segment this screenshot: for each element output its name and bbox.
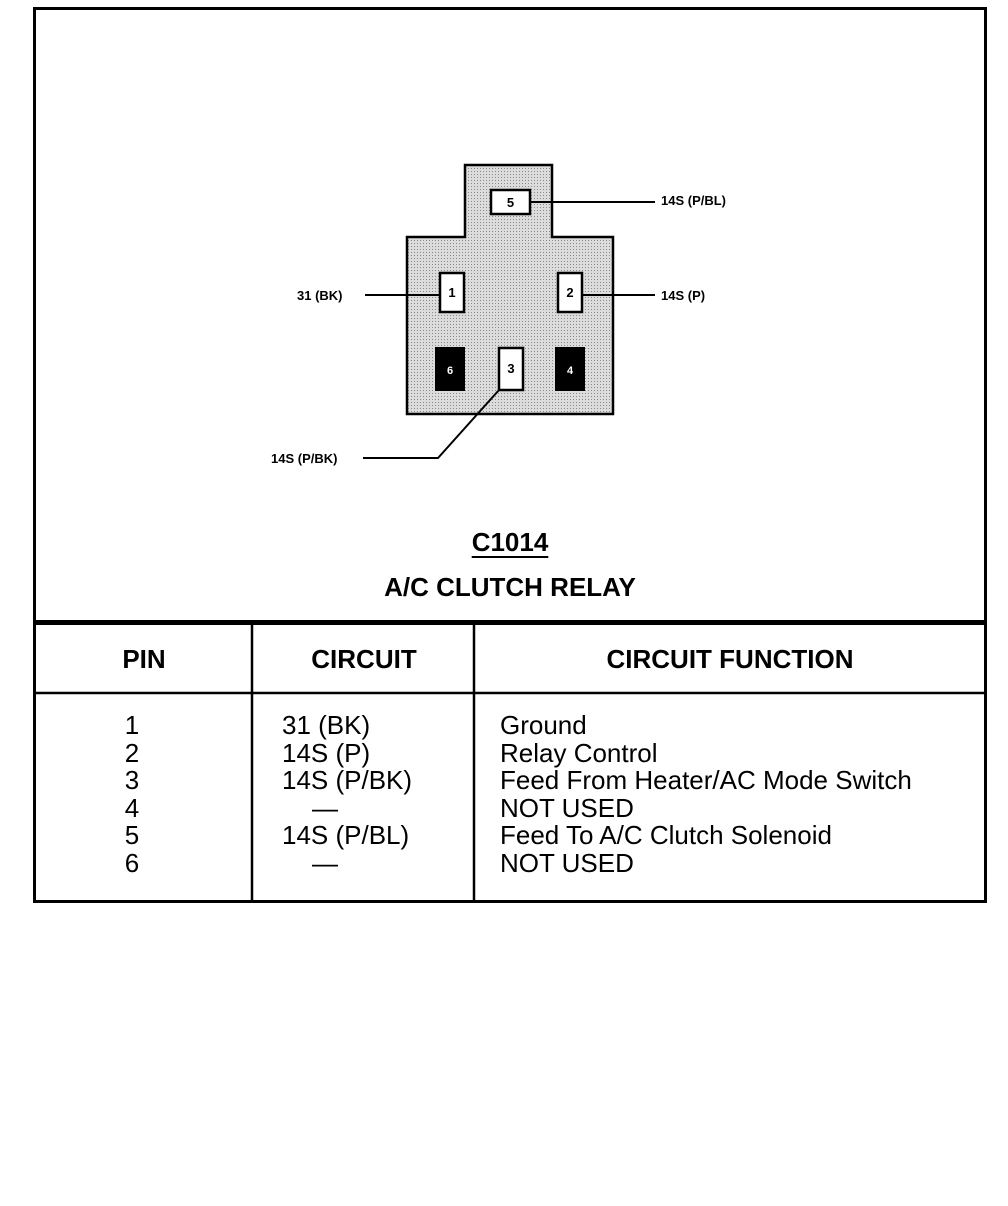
wire-label-pin-3: 14S (P/BK) bbox=[271, 451, 338, 466]
pin-terminal-1: 1 bbox=[438, 271, 466, 314]
wire-label-pin-2: 14S (P) bbox=[661, 288, 706, 303]
svg-text:1: 1 bbox=[448, 285, 455, 300]
table-cell-function: Relay Control bbox=[500, 737, 658, 768]
table-cell-function: NOT USED bbox=[500, 792, 634, 823]
diagram-border bbox=[33, 7, 987, 623]
table-cell-circuit: — bbox=[312, 847, 338, 878]
svg-text:5: 5 bbox=[507, 195, 514, 210]
table-cell-circuit: — bbox=[312, 792, 338, 823]
table-cell-pin: 1 bbox=[124, 710, 140, 740]
wire-label-pin-1: 31 (BK) bbox=[297, 288, 343, 303]
pin-column: 1 2 3 4 5 6 bbox=[112, 710, 152, 878]
table-header-pin: PIN bbox=[122, 643, 166, 674]
table-cell-function: NOT USED bbox=[500, 847, 634, 878]
pin-terminal-5: 5 bbox=[489, 188, 532, 216]
table-cell-pin: 2 bbox=[124, 737, 140, 768]
pin-terminal-2: 2 bbox=[556, 271, 584, 314]
wire-label-pin-5: 14S (P/BL) bbox=[661, 193, 727, 208]
circuit-column: 31 (BK) 14S (P) 14S (P/BK) — 14S (P/BL) … bbox=[282, 710, 462, 878]
svg-text:6: 6 bbox=[447, 365, 453, 377]
table-border bbox=[33, 622, 987, 903]
pin-terminal-3: 3 bbox=[497, 346, 525, 392]
svg-text:4: 4 bbox=[567, 365, 574, 377]
table-header-circuit: CIRCUIT bbox=[311, 643, 417, 674]
table-cell-pin: 3 bbox=[124, 765, 140, 795]
table-cell-pin: 5 bbox=[124, 820, 140, 850]
table-cell-circuit: 14S (P) bbox=[282, 737, 371, 768]
table-header-function: CIRCUIT FUNCTION bbox=[606, 643, 854, 674]
connector-name: A/C CLUTCH RELAY bbox=[384, 572, 636, 602]
pin-terminal-6: 6 bbox=[435, 347, 465, 391]
wire-lead-pin-3 bbox=[363, 389, 500, 459]
table-cell-pin: 6 bbox=[124, 847, 140, 878]
table-cell-pin: 4 bbox=[124, 792, 140, 823]
table-cell-function: Feed From Heater/AC Mode Switch bbox=[500, 765, 912, 795]
pin-terminal-4: 4 bbox=[555, 347, 585, 391]
table-cell-circuit: 14S (P/BK) bbox=[282, 765, 413, 795]
svg-text:2: 2 bbox=[566, 285, 573, 300]
table-cell-circuit: 14S (P/BL) bbox=[282, 820, 410, 850]
table-cell-circuit: 31 (BK) bbox=[282, 710, 371, 740]
connector-id: C1014 bbox=[471, 527, 549, 557]
function-column: Ground Relay Control Feed From Heater/AC… bbox=[500, 710, 980, 878]
svg-text:3: 3 bbox=[507, 361, 514, 376]
table-cell-function: Feed To A/C Clutch Solenoid bbox=[500, 820, 832, 850]
table-cell-function: Ground bbox=[500, 710, 587, 740]
